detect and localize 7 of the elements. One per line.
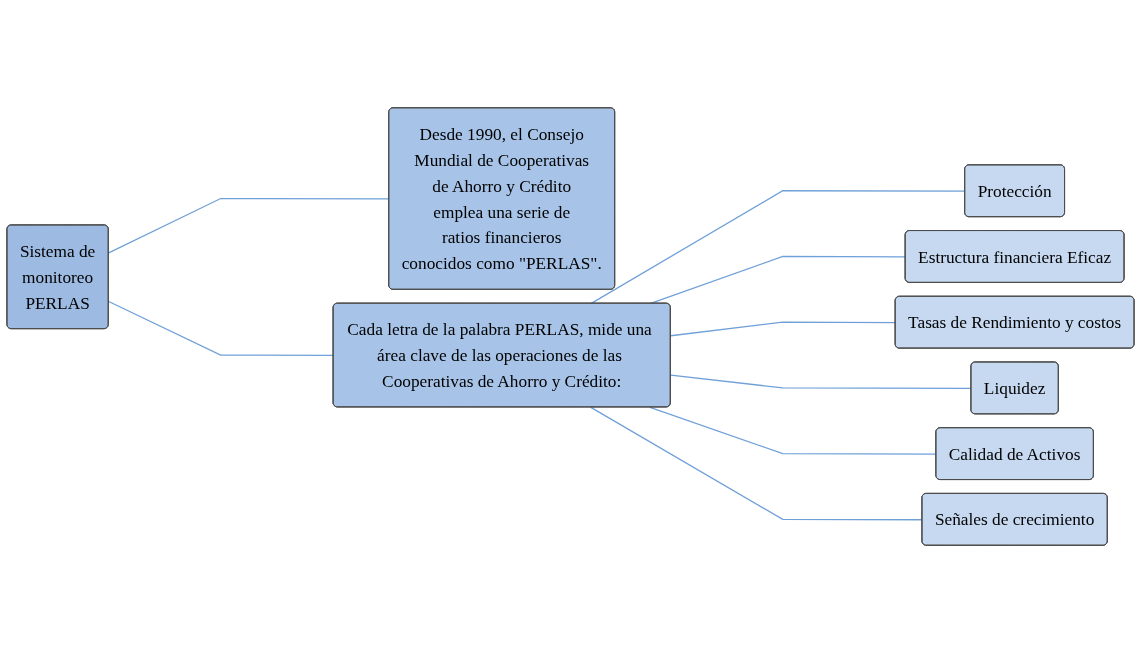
connector bbox=[670, 374, 972, 389]
connector bbox=[649, 406, 937, 455]
connector bbox=[108, 197, 390, 254]
connector bbox=[670, 321, 897, 337]
connector bbox=[108, 300, 335, 357]
connector bbox=[590, 190, 966, 305]
connector bbox=[590, 406, 923, 521]
